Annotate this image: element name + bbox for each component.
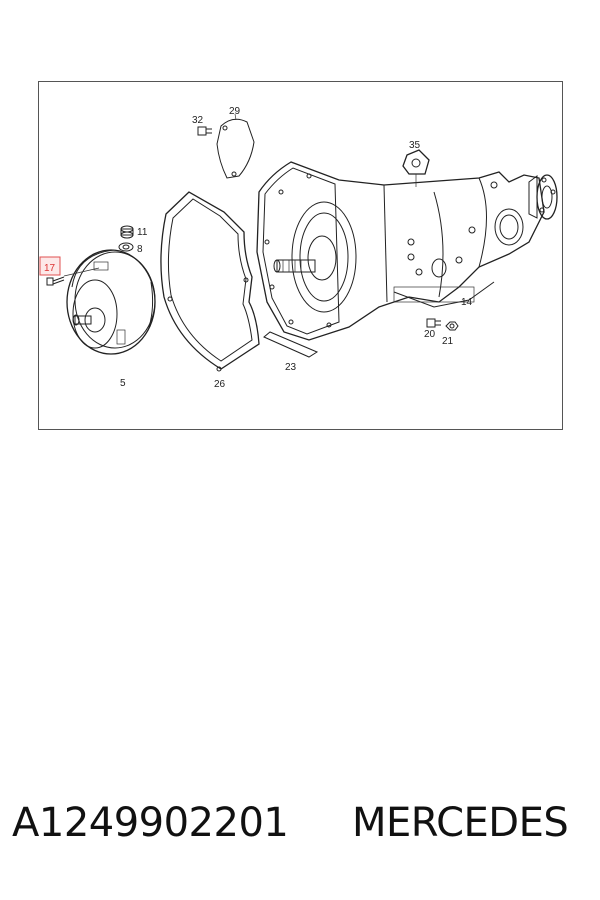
callout-20[interactable]: 20 [424,329,436,340]
part-number: A1249902201 [12,800,289,846]
callout-23[interactable]: 23 [285,362,297,373]
highlight-box [39,256,61,276]
torque-converter-drawing [63,249,156,355]
callout-35[interactable]: 35 [409,140,421,151]
footer-caption: A1249902201 MERCEDES [0,800,600,860]
callout-26[interactable]: 26 [214,379,226,390]
bolt-21-drawing [445,321,459,331]
bolt-20-drawing [426,318,441,328]
callout-17[interactable]: 17 [44,263,56,274]
parts-diagram-frame: 17 5 1 [38,81,563,430]
callout-29[interactable]: 29 [229,106,241,117]
mount-35-drawing [402,149,430,187]
callout-11[interactable]: 11 [137,227,148,238]
transmission-housing-drawing [256,161,545,341]
callout-21[interactable]: 21 [442,336,454,347]
plug-11-drawing [118,225,134,252]
callout-32[interactable]: 32 [192,115,204,126]
exploded-view-diagram: 17 5 1 [39,106,558,390]
bolt-32-drawing [197,126,212,136]
cover-29-drawing [216,113,255,179]
callout-8[interactable]: 8 [137,244,143,255]
bolt-17-drawing [46,276,65,286]
callout-5[interactable]: 5 [120,378,126,389]
callout-17-group[interactable]: 17 [39,256,61,276]
gasket-26-drawing [160,191,260,372]
strip-23-drawing [263,331,319,358]
output-flange-drawing [528,174,558,220]
brand-name: MERCEDES [352,800,569,846]
callout-14[interactable]: 14 [461,297,473,308]
